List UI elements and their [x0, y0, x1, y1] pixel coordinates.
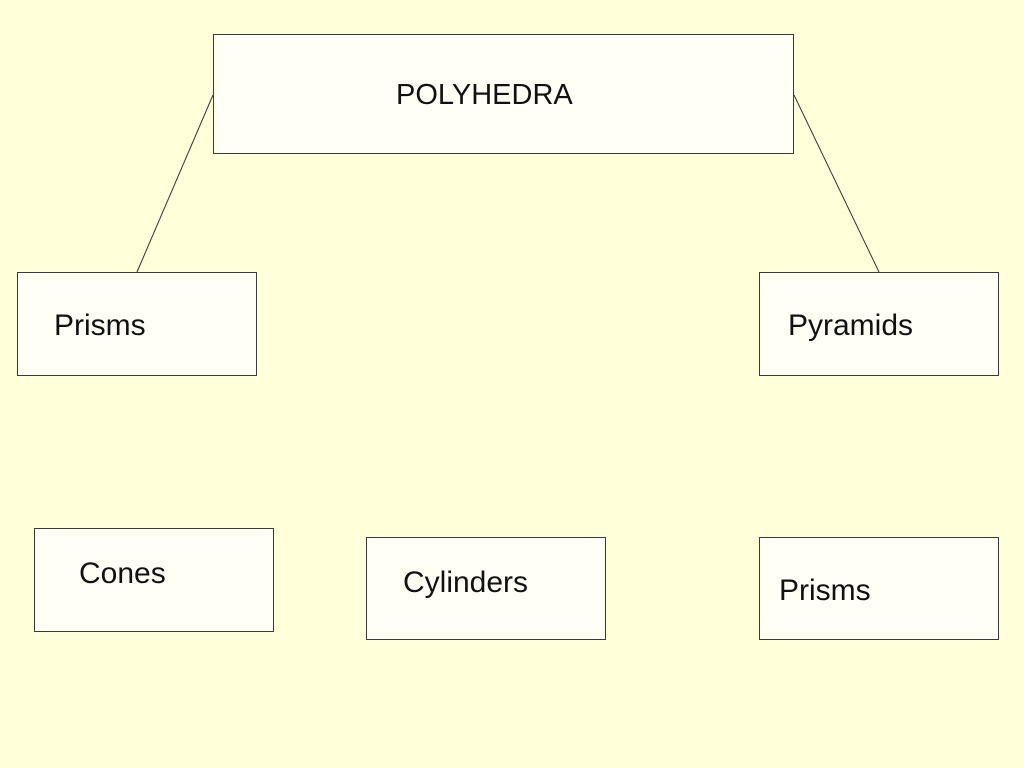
root-node-polyhedra: POLYHEDRA	[213, 34, 794, 154]
node-prisms-bottom-label: Prisms	[779, 574, 871, 607]
node-cylinders-label: Cylinders	[403, 566, 529, 599]
node-prisms: Prisms	[17, 272, 257, 376]
node-prisms-label: Prisms	[54, 309, 146, 342]
connector-root-to-prisms	[136, 94, 214, 273]
root-node-label: POLYHEDRA	[396, 79, 573, 111]
connector-root-to-pyramids	[793, 94, 880, 273]
node-cones-label: Cones	[79, 557, 166, 590]
node-cylinders: Cylinders	[366, 537, 606, 640]
node-prisms-bottom: Prisms	[759, 537, 999, 640]
node-cones: Cones	[34, 528, 274, 632]
node-pyramids-label: Pyramids	[788, 309, 914, 342]
node-pyramids: Pyramids	[759, 272, 999, 376]
